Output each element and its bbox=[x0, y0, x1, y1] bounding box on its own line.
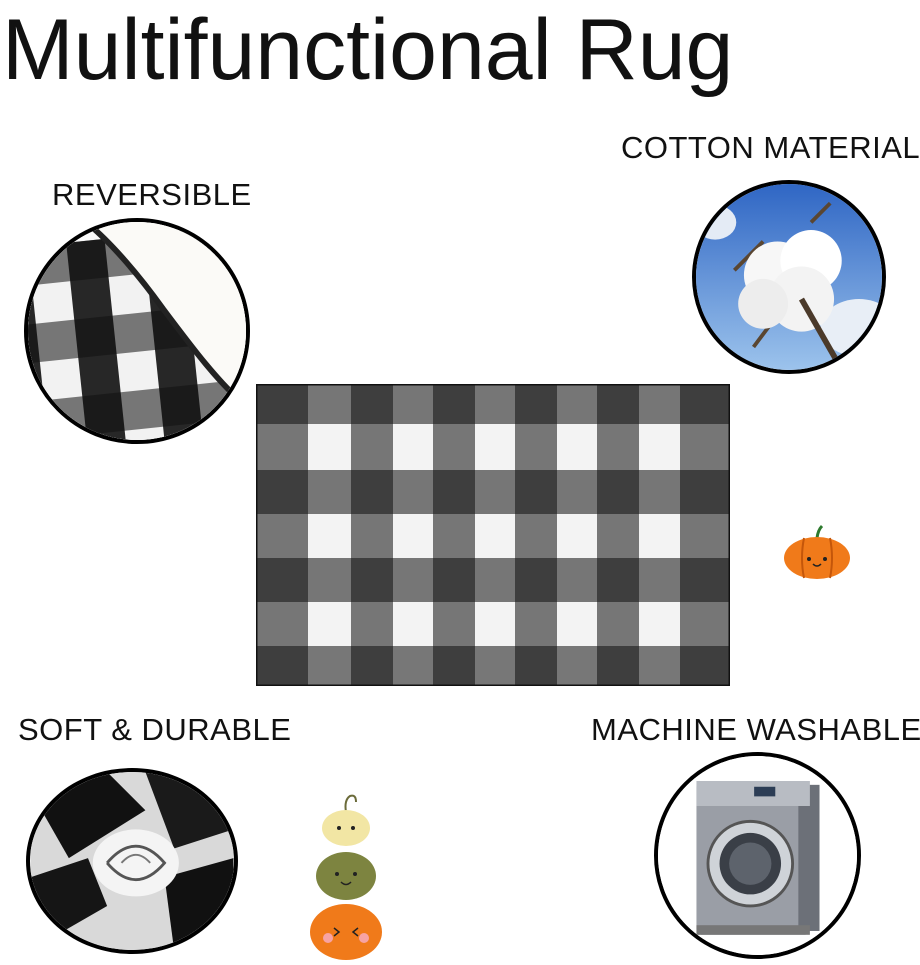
pumpkin-stack-icon bbox=[306, 792, 386, 962]
washing-machine-icon bbox=[658, 756, 857, 955]
soft-durable-image bbox=[26, 768, 238, 954]
plaid-rug-icon bbox=[256, 384, 730, 686]
cotton-image bbox=[692, 180, 886, 374]
reversible-rug-corner-icon bbox=[28, 222, 246, 440]
buffalo-plaid-rug-image bbox=[256, 384, 730, 686]
feature-label-machine-washable: MACHINE WASHABLE bbox=[591, 712, 920, 747]
reversible-image bbox=[24, 218, 250, 444]
page-title: Multifunctional Rug bbox=[2, 2, 734, 98]
feature-label-soft-durable: SOFT & DURABLE bbox=[18, 712, 292, 747]
cotton-boll-icon bbox=[696, 184, 882, 370]
feature-label-cotton: COTTON MATERIAL bbox=[621, 130, 920, 165]
feature-label-reversible: REVERSIBLE bbox=[52, 177, 252, 212]
twisted-fabric-icon bbox=[30, 772, 234, 950]
pumpkin-icon bbox=[782, 524, 852, 580]
machine-washable-image bbox=[654, 752, 861, 959]
